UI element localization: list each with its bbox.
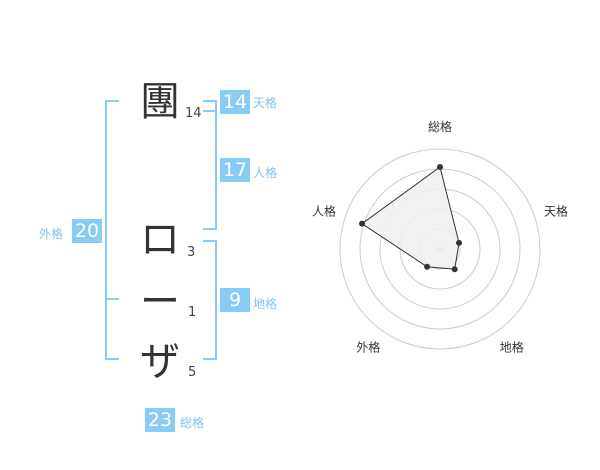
name-char-2: ロ [140, 217, 180, 263]
stroke-count-1: 14 [185, 106, 202, 121]
soukaku-label: 総格 [180, 416, 205, 430]
radar-axis-label-2: 天格 [544, 203, 568, 218]
radar-point-3 [451, 266, 458, 273]
chikaku-bracket [203, 240, 217, 360]
stroke-count-3: 1 [188, 305, 197, 320]
radar-ring [339, 148, 541, 350]
radar-area [361, 166, 460, 270]
chikaku-label: 地格 [253, 297, 278, 311]
radar-point-4 [424, 263, 431, 270]
tenkaku-bracket [203, 100, 217, 110]
radar-axis-label-3: 地格 [500, 340, 524, 355]
name-char-1: 團 [140, 79, 180, 125]
chikaku-value: 9 [220, 288, 250, 312]
soukaku-value: 23 [145, 408, 175, 432]
radar-points [359, 164, 463, 273]
stroke-count-2: 3 [187, 245, 196, 260]
gaikaku-bracket [105, 100, 119, 360]
stroke-count-4: 5 [188, 365, 197, 380]
gaikaku-label: 外格 [39, 227, 64, 241]
radar-axis-label-5: 人格 [312, 203, 336, 218]
jinkaku-value: 17 [220, 158, 250, 182]
jinkaku-label: 人格 [253, 166, 278, 180]
radar-axis-label-1: 総格 [428, 119, 452, 134]
tenkaku-value: 14 [220, 90, 250, 114]
gaikaku-value: 20 [72, 219, 102, 243]
name-char-4: ザ [140, 339, 180, 385]
radar-point-5 [359, 220, 366, 227]
jinkaku-bracket [203, 110, 217, 230]
surname-bracket-inner [105, 298, 119, 300]
radar-axis-label-4: 外格 [356, 340, 380, 355]
name-char-3: ー [140, 279, 180, 325]
tenkaku-label: 天格 [253, 96, 278, 110]
radar-point-1 [437, 164, 443, 170]
radar-point-2 [456, 239, 463, 246]
